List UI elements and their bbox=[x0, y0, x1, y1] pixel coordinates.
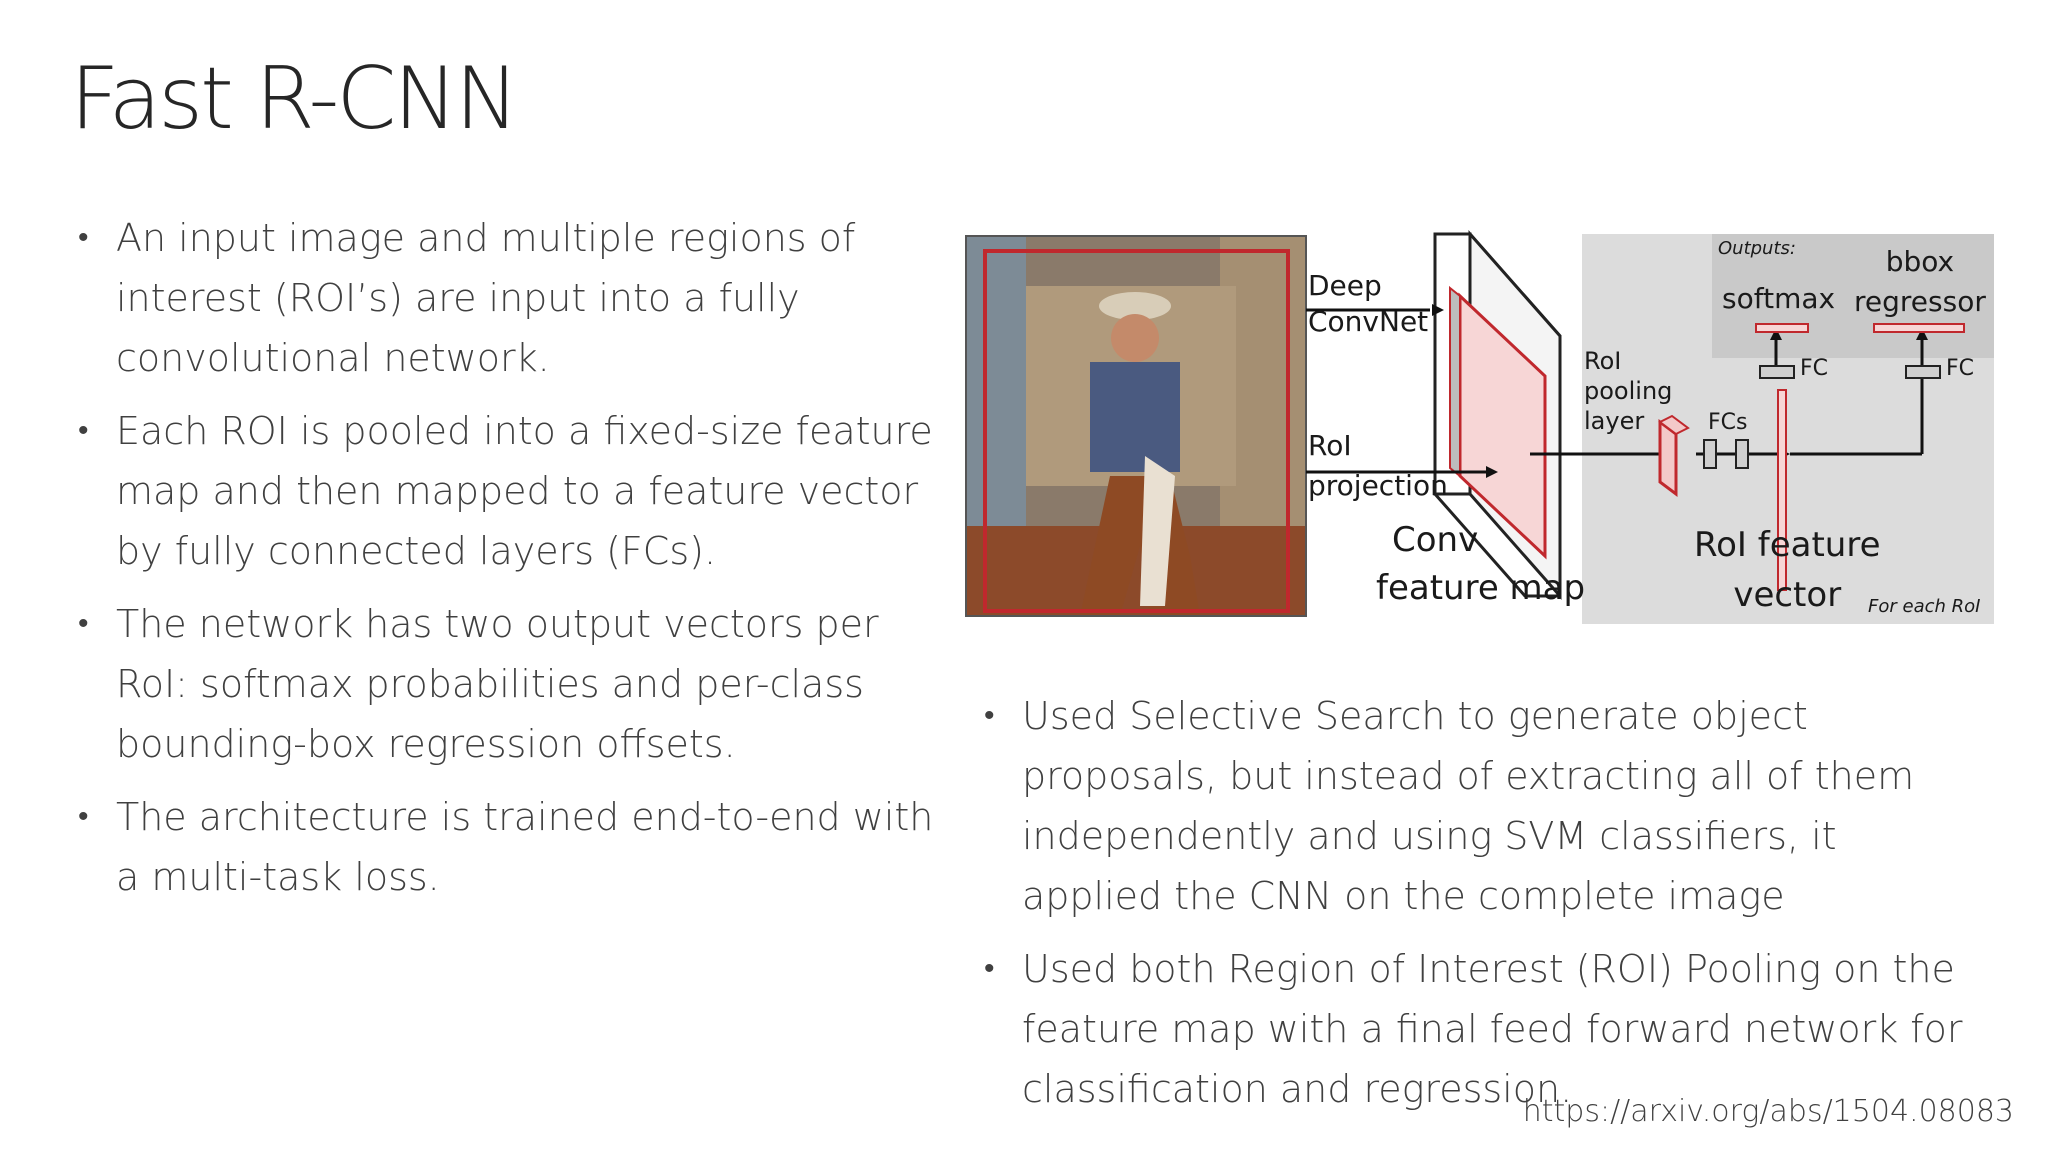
list-item: •The architecture is trained end-to-end … bbox=[74, 787, 954, 907]
list-item: •The network has two output vectors per … bbox=[74, 594, 954, 774]
softmax-vector bbox=[1755, 323, 1809, 333]
bbox-regressor-label: bbox regressor bbox=[1854, 245, 1986, 318]
roi-feature-vector bbox=[1777, 389, 1787, 591]
fast-rcnn-diagram: Deep ConvNet RoI projection Conv feature… bbox=[960, 226, 1998, 626]
outputs-panel bbox=[1712, 234, 1994, 358]
right-bullet-list: •Used Selective Search to generate objec… bbox=[980, 686, 1980, 1132]
bullet-icon: • bbox=[78, 799, 89, 834]
fcs-label: FCs bbox=[1708, 410, 1748, 435]
roi-feature-vector-label: RoI feature vector bbox=[1694, 525, 1881, 615]
bullet-icon: • bbox=[984, 951, 995, 986]
list-item: •Each ROI is pooled into a fixed-size fe… bbox=[74, 401, 954, 581]
bullet-icon: • bbox=[78, 220, 89, 255]
input-image bbox=[965, 235, 1307, 617]
conv-feature-map bbox=[1433, 230, 1562, 600]
outputs-label: Outputs: bbox=[1718, 238, 1796, 259]
fc-box-right bbox=[1905, 365, 1941, 379]
bullet-icon: • bbox=[984, 698, 995, 733]
fc-right-label: FC bbox=[1946, 356, 1975, 381]
deep-convnet-label: Deep ConvNet bbox=[1308, 269, 1429, 338]
for-each-roi-label: For each RoI bbox=[1868, 596, 1981, 617]
bbox-vector bbox=[1873, 323, 1965, 333]
list-item: •Used Selective Search to generate objec… bbox=[980, 686, 1980, 926]
diagram-svg bbox=[965, 230, 1994, 624]
softmax-label: softmax bbox=[1722, 282, 1836, 315]
list-item: •An input image and multiple regions of … bbox=[74, 208, 954, 388]
list-item: •Used both Region of Interest (ROI) Pool… bbox=[980, 939, 1980, 1119]
bullet-icon: • bbox=[78, 606, 89, 641]
fc-left-label: FC bbox=[1800, 356, 1829, 381]
source-link[interactable]: https://arxiv.org/abs/1504.08083 bbox=[1522, 1094, 2014, 1129]
fc-box-left bbox=[1759, 365, 1795, 379]
bullet-icon: • bbox=[78, 413, 89, 448]
conv-feature-map-label: Conv feature map bbox=[1376, 520, 1586, 608]
left-bullet-list: •An input image and multiple regions of … bbox=[74, 208, 954, 920]
flow-arrows bbox=[1306, 304, 1928, 478]
roi-projection-label: RoI projection bbox=[1308, 429, 1448, 502]
fc-layer bbox=[1735, 439, 1749, 469]
fc-layer bbox=[1703, 439, 1717, 469]
slide-title: Fast R-CNN bbox=[70, 49, 519, 149]
roi-pooling-label: RoI pooling layer bbox=[1584, 347, 1673, 435]
